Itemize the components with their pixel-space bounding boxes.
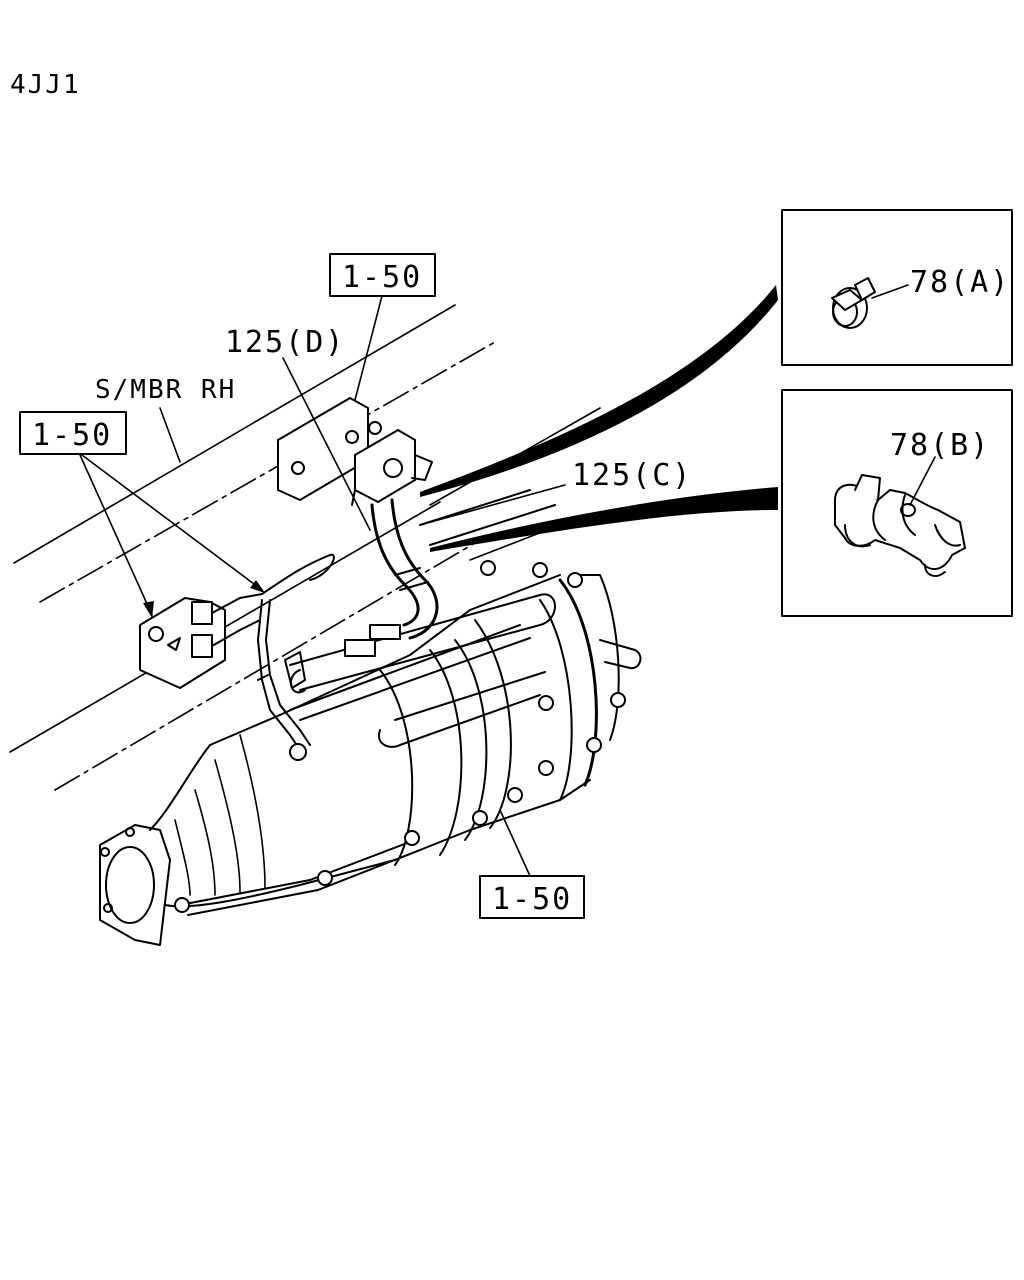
part-125c-leader	[419, 484, 566, 526]
inset-b: 78(B)	[781, 389, 1013, 617]
ref-label-top: 1-50	[342, 260, 422, 295]
ref-box-top	[329, 253, 436, 297]
inset-a-label: 78(A)	[910, 265, 1010, 300]
ref-leader-left	[79, 454, 265, 618]
clip-78b-drawing	[834, 474, 966, 577]
part-125c-label: 125(C)	[572, 458, 692, 493]
frame-member-leader	[159, 407, 181, 463]
sensor-bracket-top	[277, 397, 433, 506]
ref-box-bottom	[479, 875, 585, 919]
hose-125d	[370, 498, 439, 640]
inset-b-label: 78(B)	[890, 428, 990, 463]
clip-78a-drawing	[831, 277, 876, 329]
part-125d-leader	[282, 357, 371, 531]
ref-label-bottom: 1-50	[492, 882, 572, 917]
callout-wedge-b	[430, 487, 778, 552]
ref-leader-bottom	[499, 809, 531, 877]
frame-member-label: S/MBR RH	[95, 375, 236, 405]
ref-label-left: 1-50	[32, 418, 112, 453]
ref-box-left	[19, 411, 127, 455]
sensor-bracket-left	[139, 553, 335, 689]
part-125d-label: 125(D)	[225, 325, 345, 360]
engine-code: 4JJ1	[10, 70, 81, 100]
ref-leader-top	[354, 295, 383, 401]
inset-a: 78(A)	[781, 209, 1013, 366]
dpf-assembly	[99, 560, 642, 946]
